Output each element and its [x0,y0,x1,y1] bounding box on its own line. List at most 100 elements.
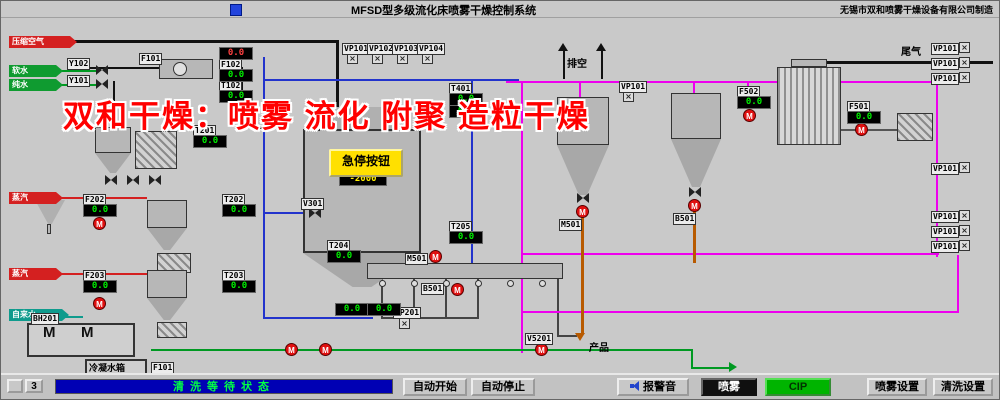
value-display: 0.0 [83,280,117,293]
fan-icon: × [959,162,970,173]
wheel-icon [411,280,418,287]
pipe [336,43,339,107]
valve-icon [149,175,161,185]
valve-icon [689,187,701,197]
valve-icon [127,175,139,185]
flow-arrow-label: 压缩空气 [9,36,77,48]
cip-button[interactable]: CIP [765,378,831,396]
fluid-bed [367,263,563,279]
pipe [89,67,213,69]
label-condensate-tank: 冷凝水箱 [89,363,126,373]
pump-motor-icon[interactable]: M [429,250,442,263]
flow-arrow-label: 蒸汽 [9,192,63,204]
pipe [151,349,693,351]
wheel-icon [379,280,386,287]
component-tag-f101: F101 [139,53,163,65]
condenser-cap [791,59,827,67]
pipe [263,317,373,319]
pipe [61,40,339,43]
pipe [691,349,693,369]
value-display: 0.0 [737,96,771,109]
pump-motor-icon[interactable]: M [855,123,868,136]
page-number-box[interactable]: 3 [25,379,43,393]
component-tag-vp101: VP101 [342,43,371,55]
component-tag-vp101: VP101 [619,81,648,93]
cyclone-cone [147,298,187,320]
fan-icon: × [959,72,970,83]
label-tail-gas: 尾气 [901,47,921,58]
pipe [563,51,565,79]
fan-icon: × [959,210,970,221]
pipe [581,217,584,333]
pump-motor-icon[interactable]: M [451,283,464,296]
pipe [827,61,993,64]
cyclone-cone [95,153,131,173]
condenser [777,67,841,145]
emergency-stop-button[interactable]: 急停按钮 [329,149,403,177]
fan-icon: × [399,318,410,329]
heater [157,322,187,338]
pipe [381,279,383,319]
pipe [477,279,479,319]
value-display: 0.0 [219,69,253,82]
manufacturer-label: 无锡市双和喷雾干燥设备有限公司制造 [839,5,993,15]
value-display: 0.0 [83,204,117,217]
fan-icon: × [959,240,970,251]
agitator-icon: M [81,324,94,341]
value-display: 0.0 [219,47,253,60]
component-tag-vp104: VP104 [417,43,446,55]
auto-stop-button[interactable]: 自动停止 [471,378,535,396]
spray-button[interactable]: 喷雾 [701,378,757,396]
agitator-icon: M [43,324,56,341]
component-tag-vp102: VP102 [367,43,396,55]
pipe [557,335,577,337]
cyclone-body [95,127,131,153]
pipe [471,81,473,263]
pipe [957,255,959,313]
pump-motor-icon[interactable]: M [93,217,106,230]
main-drying-chamber [303,129,421,253]
component-tag-v301: V301 [301,198,325,210]
flow-arrowhead [575,333,585,341]
component-tag-b501: B501 [421,283,445,295]
flow-arrow-label: 软水 [9,65,63,77]
pipe [691,367,729,369]
value-display: 0.0 [327,250,361,263]
flow-arrowhead [729,362,737,372]
pump-motor-icon[interactable]: M [319,343,332,356]
page-indicator-box[interactable] [7,379,23,393]
component-tag-vp101: VP101 [931,43,960,55]
pump-motor-icon[interactable]: M [285,343,298,356]
pipe [241,127,265,129]
component-tag-vp101: VP101 [931,226,960,238]
cyclone-body [147,200,187,228]
fan-icon: × [959,225,970,236]
pipe [521,83,523,353]
pipe [557,279,559,335]
blower-fan-icon [173,62,187,76]
cyclone-1-body [557,97,609,145]
pump-motor-icon[interactable]: M [93,297,106,310]
cyclone-cone [147,228,187,250]
alarm-sound-button[interactable]: 报警音 [617,378,689,396]
cyclone-1-cone [557,145,609,195]
pipe [381,317,479,319]
auto-start-button[interactable]: 自动开始 [403,378,467,396]
value-display: 0.0 [219,90,253,103]
value-display: 0.0 [367,303,401,316]
pump-motor-icon[interactable]: M [576,205,589,218]
cyclone-body [147,270,187,298]
pump-motor-icon[interactable]: M [688,199,701,212]
fan-icon: × [959,57,970,68]
component-tag-vp101: VP101 [931,58,960,70]
pipe [57,316,83,318]
bottom-bar: 3 清洗等待状态 自动开始 自动停止 报警音 喷雾 CIP 喷雾设置 清洗设置 [1,373,999,399]
valve-icon [309,208,321,218]
spray-settings-button[interactable]: 喷雾设置 [867,378,927,396]
clean-settings-button[interactable]: 清洗设置 [933,378,993,396]
status-bar: 清洗等待状态 [55,379,393,394]
valve-icon [96,79,108,89]
component-tag-bh201: BH201 [31,313,60,325]
pump-motor-icon[interactable]: M [743,109,756,122]
